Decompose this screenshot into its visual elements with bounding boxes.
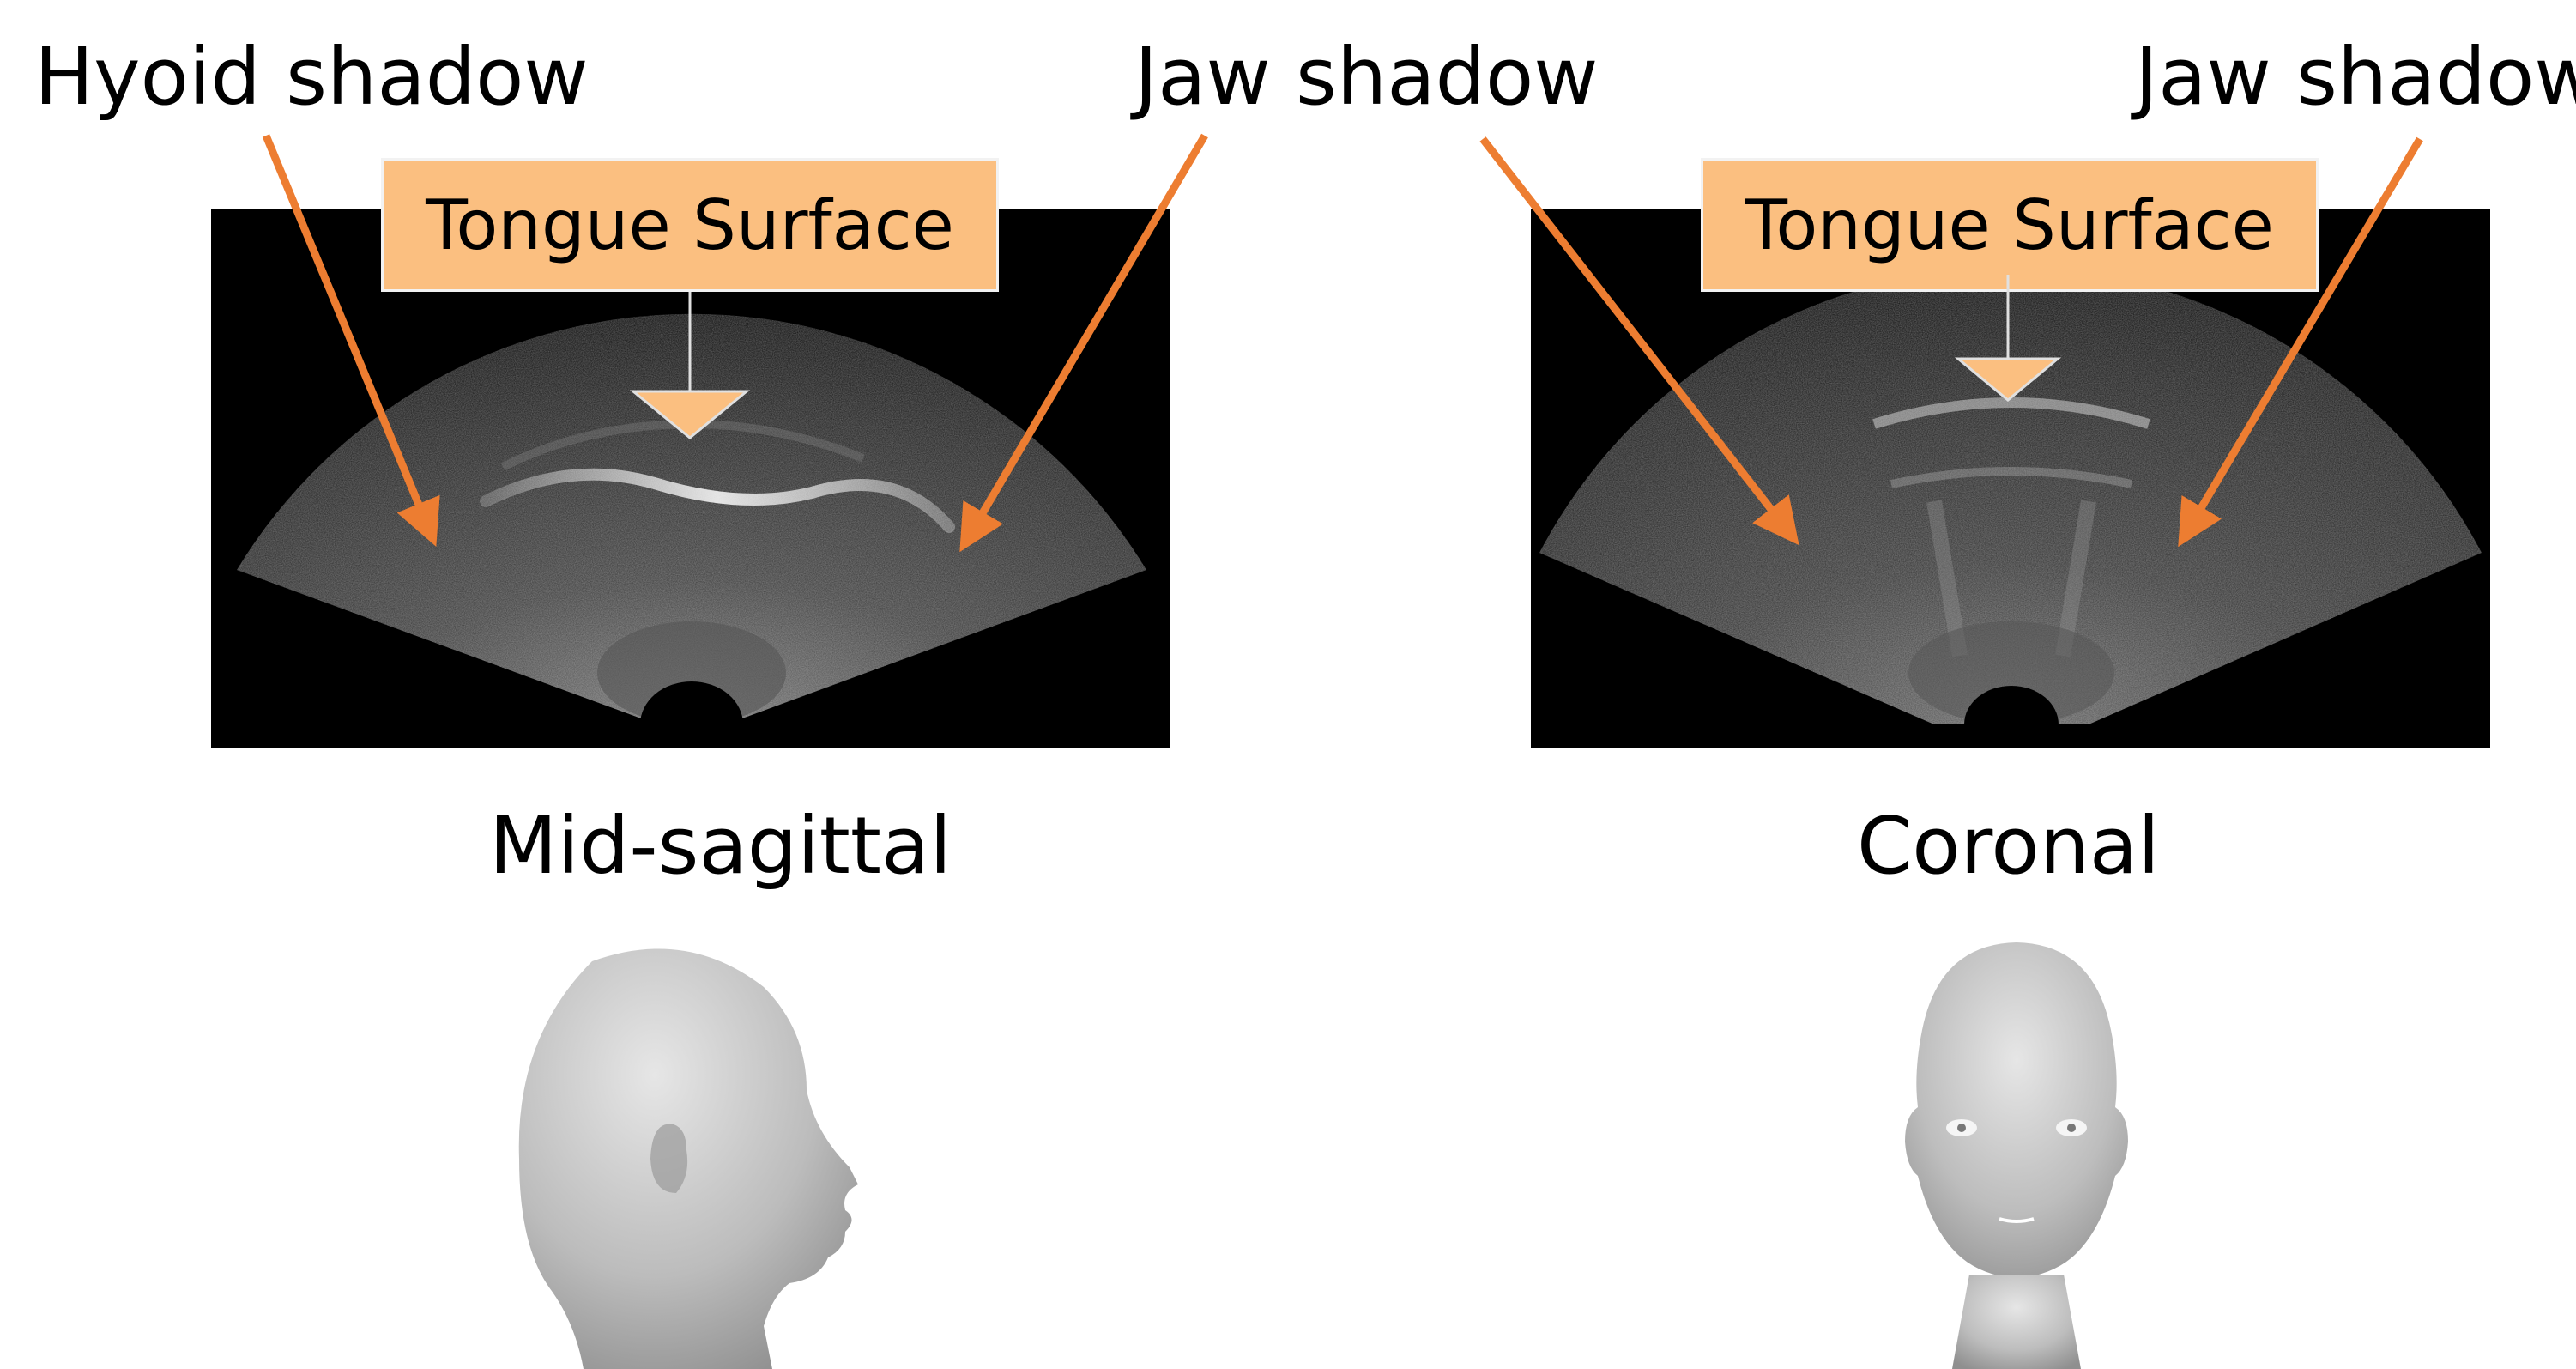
jaw-shadow-arrow-left bbox=[971, 136, 1205, 532]
jaw-shadow-arrow-center bbox=[1483, 139, 1785, 527]
mid-sagittal-caption: Mid-sagittal bbox=[489, 807, 952, 886]
head-front-view bbox=[1871, 936, 2162, 1369]
hyoid-shadow-arrow bbox=[266, 136, 427, 525]
coronal-caption: Coronal bbox=[1857, 807, 2160, 886]
head-profile-view bbox=[481, 936, 892, 1369]
tongue-surface-pointer-left bbox=[633, 292, 747, 438]
jaw-shadow-arrow-right bbox=[2190, 139, 2420, 527]
tongue-surface-pointer-right bbox=[1958, 275, 2058, 400]
